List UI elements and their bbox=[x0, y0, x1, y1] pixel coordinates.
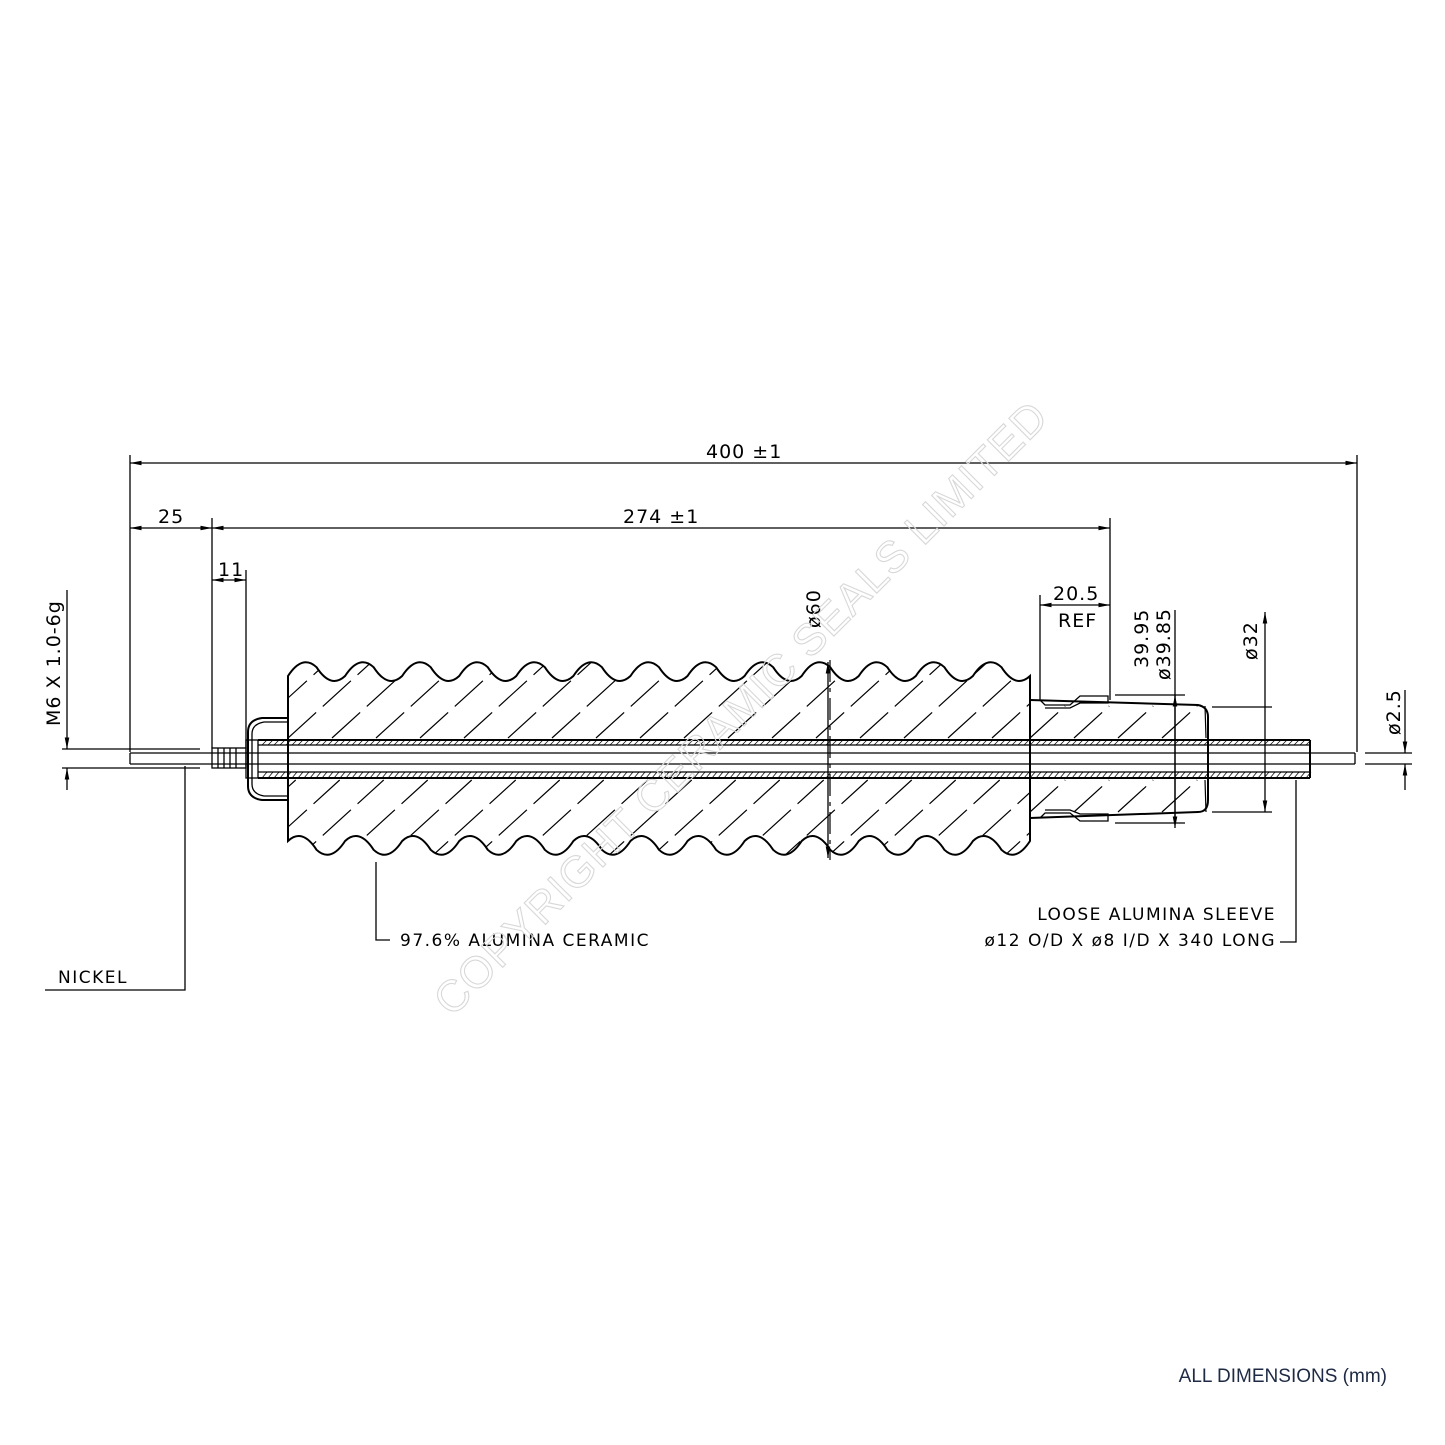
label-sleeve-line1: LOOSE ALUMINA SLEEVE bbox=[1037, 905, 1276, 925]
leaders bbox=[45, 766, 1297, 991]
lower-flange-cup bbox=[1039, 809, 1109, 822]
end-cap-cup bbox=[247, 717, 288, 801]
ceramic-leader bbox=[375, 862, 390, 941]
dim-left-offset: 25 bbox=[158, 506, 184, 528]
nickel-leader bbox=[45, 766, 186, 991]
dim-step-ref: REF bbox=[1058, 610, 1097, 632]
dim-flange-dia-b: ø39.85 bbox=[1153, 608, 1175, 680]
dim-body-length: 274 ±1 bbox=[623, 506, 699, 528]
label-nickel: NICKEL bbox=[58, 968, 128, 988]
dim-thread: M6 X 1.0-6g bbox=[43, 600, 65, 726]
step-section bbox=[1029, 695, 1209, 822]
tube-wall-hatching bbox=[261, 739, 1312, 779]
label-sleeve-line2: ø12 O/D X ø8 I/D X 340 LONG bbox=[985, 931, 1276, 951]
dim-pin-dia: ø2.5 bbox=[1383, 689, 1405, 735]
dim-body-dia: ø60 bbox=[803, 589, 825, 628]
dim-step-dia: ø32 bbox=[1240, 621, 1262, 660]
sleeve-leader bbox=[1280, 780, 1297, 943]
left-end-cap bbox=[129, 717, 288, 801]
dim-flange-dia-a: 39.95 bbox=[1131, 609, 1153, 668]
dim-cap-width: 11 bbox=[218, 559, 244, 581]
copyright-watermark: COPYRIGHT CERAMIC SEALS LIMITED bbox=[424, 392, 1057, 1025]
dim-overall-length: 400 ±1 bbox=[706, 441, 782, 463]
dim-step-length: 20.5 bbox=[1053, 583, 1099, 605]
units-footer: ALL DIMENSIONS (mm) bbox=[1179, 1366, 1387, 1387]
central-tube bbox=[258, 739, 1356, 779]
dimension-lines bbox=[62, 455, 1412, 858]
step-outline bbox=[1029, 699, 1209, 819]
upper-flange-cup bbox=[1039, 695, 1109, 709]
label-ceramic: 97.6% ALUMINA CERAMIC bbox=[400, 931, 650, 951]
thread-stud bbox=[211, 747, 247, 769]
